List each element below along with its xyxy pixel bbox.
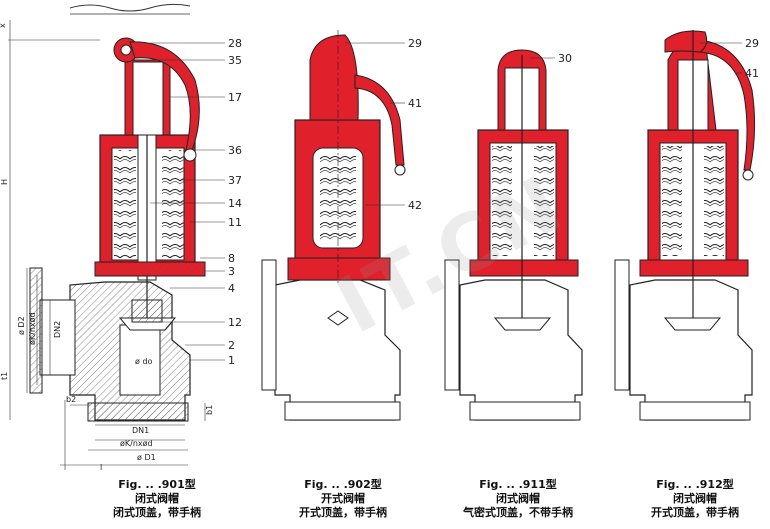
caption-line1: 开式阀帽 [321, 492, 365, 505]
dim-DN2: DN2 [53, 321, 62, 338]
caption-line2: 开式顶盖，带手柄 [299, 506, 387, 519]
callout-2: 2 [228, 339, 235, 352]
caption-fig: Fig. .. .911型 [479, 478, 557, 491]
dim-do: ø do [135, 357, 153, 366]
dim-l: l [100, 463, 102, 472]
callout-11: 11 [228, 216, 242, 229]
valve-figure-901 [29, 37, 206, 422]
callout-1: 1 [228, 354, 235, 367]
caption-fig: Fig. .. .912型 [656, 478, 734, 491]
callout-37: 37 [228, 174, 242, 187]
caption-901: Fig. .. .901型 闭式阀帽 闭式顶盖，带手柄 [82, 478, 232, 520]
dim-K1: øK/nxød [120, 439, 153, 448]
dim-x: x [0, 23, 7, 28]
callout-30: 30 [558, 52, 572, 65]
caption-912: Fig. .. .912型 闭式阀帽 开式顶盖，带手柄 [620, 478, 770, 520]
caption-fig: Fig. .. .902型 [304, 478, 382, 491]
caption-line1: 闭式阀帽 [135, 492, 179, 505]
callout-14: 14 [228, 197, 242, 210]
callout-29: 29 [408, 37, 422, 50]
callout-28: 28 [228, 37, 242, 50]
callout-42: 42 [408, 199, 422, 212]
caption-902: Fig. .. .902型 开式阀帽 开式顶盖，带手柄 [268, 478, 418, 520]
callout-8: 8 [228, 252, 235, 265]
callout-12: 12 [228, 316, 242, 329]
dim-b2: b2 [66, 395, 76, 404]
caption-line2: 闭式顶盖，带手柄 [113, 506, 201, 519]
callout-41: 41 [408, 97, 422, 110]
dimension-lines [8, 20, 206, 470]
valve-figure-912 [614, 30, 756, 421]
dim-D1: ø D1 [137, 453, 156, 462]
callout-36: 36 [228, 144, 242, 157]
callout-41b: 41 [745, 67, 759, 80]
callout-3: 3 [228, 265, 235, 278]
caption-fig: Fig. .. .901型 [118, 478, 196, 491]
valve-figure-911 [444, 49, 583, 421]
caption-line1: 闭式阀帽 [673, 492, 717, 505]
caption-line2: 开式顶盖，带手柄 [651, 506, 739, 519]
valve-figure-902 [261, 30, 406, 421]
callout-35: 35 [228, 54, 242, 67]
dim-H: H [0, 179, 9, 185]
caption-line1: 闭式阀帽 [496, 492, 540, 505]
callout-4: 4 [228, 282, 235, 295]
callout-leaders [150, 42, 225, 361]
dim-D2: ø D2 [17, 316, 26, 335]
caption-line2: 气密式顶盖，不带手柄 [463, 506, 573, 519]
dim-DN1: DN1 [132, 426, 149, 435]
callout-17: 17 [228, 91, 242, 104]
dim-b1: b1 [205, 405, 214, 415]
callout-29b: 29 [745, 37, 759, 50]
dim-K: øK/nxød [28, 312, 37, 345]
caption-911: Fig. .. .911型 闭式阀帽 气密式顶盖，不带手柄 [443, 478, 593, 520]
dim-t1: t1 [0, 372, 9, 380]
break-line [69, 3, 191, 12]
